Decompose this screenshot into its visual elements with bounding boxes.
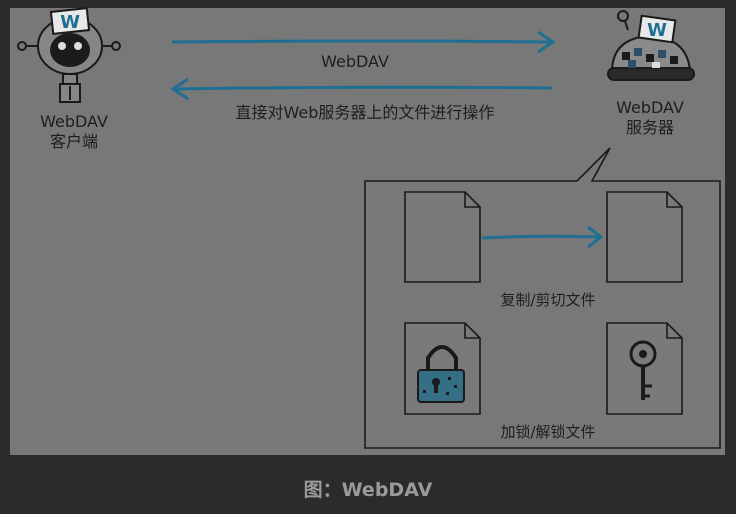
operation-description: 直接对Web服务器上的文件进行操作 — [235, 103, 495, 122]
server-label: WebDAV 服务器 — [590, 98, 710, 138]
client-label-line2: 客户端 — [49, 132, 98, 151]
protocol-label: WebDAV — [321, 52, 389, 71]
server-label-line2: 服务器 — [625, 118, 674, 137]
server-robot-icon — [607, 10, 695, 81]
lock-unlock-label: 加锁/解锁文件 — [500, 423, 596, 441]
copy-cut-label: 复制/剪切文件 — [500, 291, 596, 309]
request-arrow — [171, 30, 556, 54]
client-robot-icon — [17, 7, 121, 103]
server-callout — [364, 147, 721, 449]
padlock-icon — [417, 345, 465, 403]
destination-file-icon — [606, 191, 683, 283]
response-arrow — [170, 77, 553, 101]
client-logo-letter: W — [60, 12, 80, 33]
figure-caption: 图：WebDAV — [303, 479, 433, 501]
source-file-icon — [404, 191, 481, 283]
diagram-panel — [10, 8, 725, 455]
client-label: WebDAV 客户端 — [14, 112, 134, 152]
server-label-line1: WebDAV — [616, 98, 684, 117]
copy-arrow — [481, 225, 604, 249]
server-logo-letter: W — [647, 20, 667, 41]
client-label-line1: WebDAV — [40, 112, 108, 131]
key-icon — [629, 340, 657, 400]
